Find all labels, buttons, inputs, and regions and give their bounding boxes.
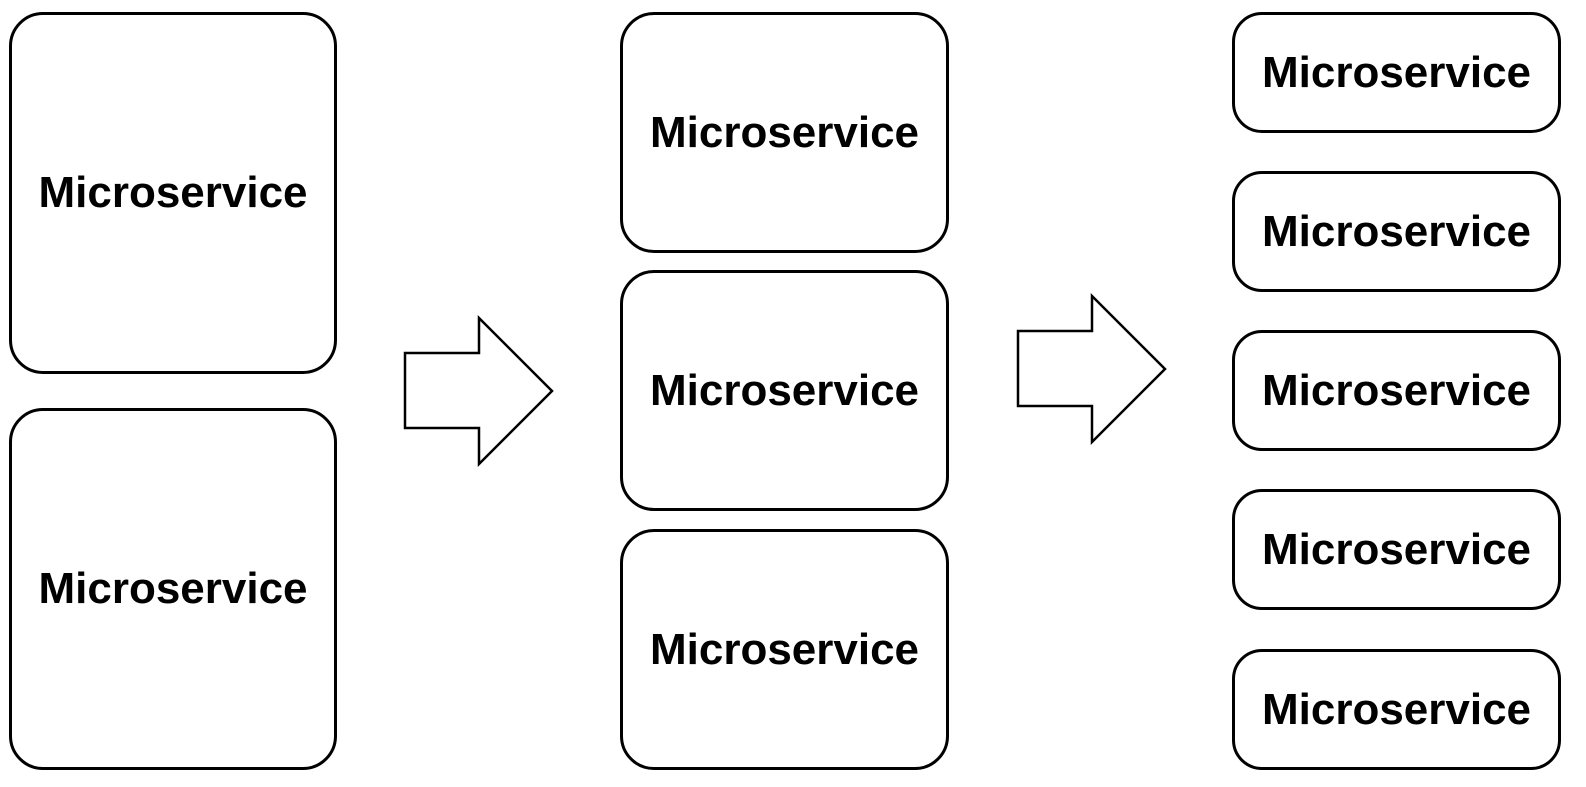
microservice-box: Microservice (1232, 489, 1561, 610)
microservice-box: Microservice (1232, 171, 1561, 292)
microservice-label: Microservice (649, 365, 920, 415)
microservice-box: Microservice (620, 529, 949, 770)
microservice-label: Microservice (1261, 684, 1532, 734)
microservice-label: Microservice (1261, 47, 1532, 97)
microservice-box: Microservice (9, 12, 337, 374)
microservice-label: Microservice (1261, 365, 1532, 415)
right-arrow-icon (1016, 292, 1168, 446)
microservice-box: Microservice (1232, 649, 1561, 770)
microservice-label: Microservice (1261, 524, 1532, 574)
microservice-box: Microservice (1232, 12, 1561, 133)
right-arrow-icon (403, 314, 555, 468)
microservice-box: Microservice (9, 408, 337, 770)
microservice-label: Microservice (649, 107, 920, 157)
microservice-label: Microservice (38, 564, 308, 613)
microservice-box: Microservice (1232, 330, 1561, 451)
microservice-box: Microservice (620, 12, 949, 253)
microservice-box: Microservice (620, 270, 949, 511)
microservice-label: Microservice (1261, 206, 1532, 256)
microservice-label: Microservice (649, 624, 920, 674)
microservice-label: Microservice (38, 168, 308, 217)
